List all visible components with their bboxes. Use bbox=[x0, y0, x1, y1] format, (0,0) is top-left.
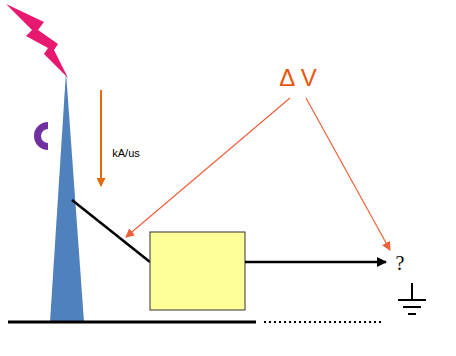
ground-symbol bbox=[398, 283, 426, 314]
unknown-mark: ? bbox=[396, 252, 405, 274]
ground-line bbox=[8, 321, 256, 324]
voltage-label: Δ V bbox=[279, 65, 316, 91]
cable bbox=[72, 200, 150, 262]
output-arrow bbox=[245, 261, 386, 264]
current-rate-label: kA/us bbox=[112, 147, 140, 159]
pointer-line bbox=[126, 98, 290, 237]
ground-dotted bbox=[264, 321, 382, 323]
lightning-bolt bbox=[6, 4, 68, 78]
tower bbox=[50, 72, 84, 322]
equipment-box bbox=[150, 232, 245, 310]
current-arrow bbox=[100, 90, 102, 186]
pointer-line bbox=[306, 98, 390, 250]
antenna-dish bbox=[34, 122, 48, 150]
